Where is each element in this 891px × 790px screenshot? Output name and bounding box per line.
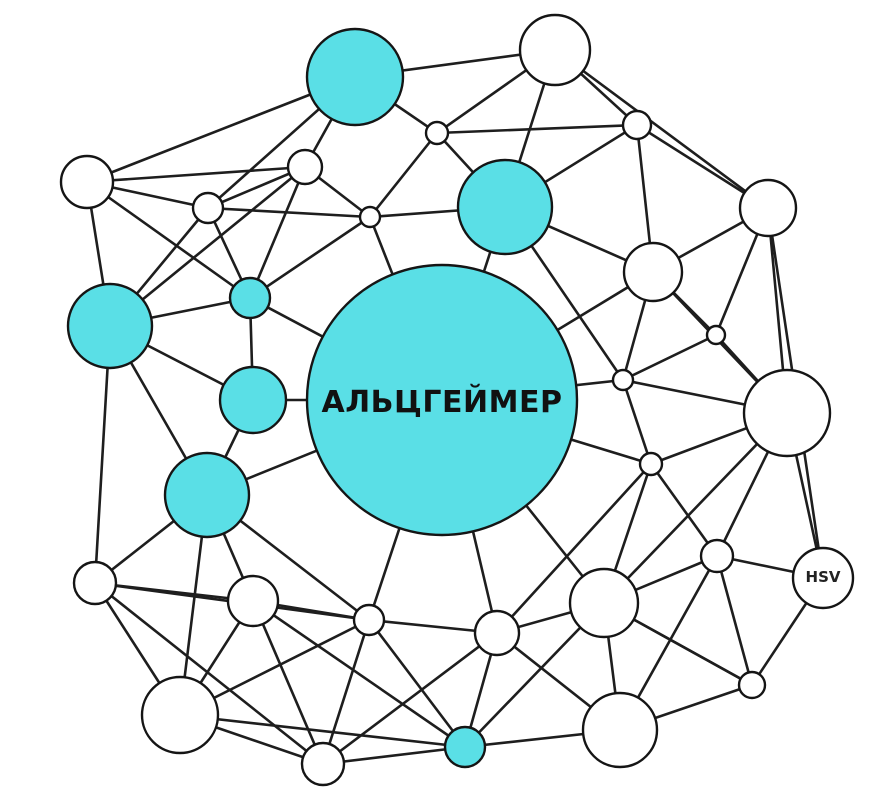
edge-w-a-w-f xyxy=(368,131,439,219)
center-node-label: АЛЬЦГЕЙМЕР xyxy=(322,384,563,420)
node-w-r xyxy=(568,567,640,639)
node-c-mid xyxy=(218,365,288,435)
edge-w-q-w-v xyxy=(321,631,499,766)
node-w-c xyxy=(59,154,115,210)
node-w-q xyxy=(473,609,521,657)
node-w-j xyxy=(611,368,635,392)
node-w-t xyxy=(581,691,659,769)
edge-w-p-w-v xyxy=(321,618,371,766)
network-nodes xyxy=(59,13,855,787)
edge-w-j-w-l xyxy=(621,378,653,466)
node-w-k xyxy=(742,368,832,458)
edge-w-l-w-q xyxy=(495,462,653,635)
node-c-top xyxy=(305,27,405,127)
node-w-l xyxy=(638,451,664,477)
node-center xyxy=(305,263,579,537)
node-w-o xyxy=(226,574,280,628)
edge-w-f-c-small xyxy=(248,215,372,300)
node-hsv xyxy=(791,546,855,610)
edge-w-o-c-bottom xyxy=(251,599,467,749)
node-c-upper xyxy=(456,158,554,256)
node-w-n xyxy=(72,560,118,606)
node-w-f xyxy=(358,205,382,229)
node-w-s xyxy=(737,670,767,700)
node-c-lower xyxy=(163,451,251,539)
edge-w-topright-w-g xyxy=(553,48,770,210)
node-w-b xyxy=(621,109,653,141)
edge-w-l-w-m xyxy=(649,462,719,558)
edge-w-p-c-bottom xyxy=(367,618,467,749)
edge-w-v-c-bottom xyxy=(321,745,467,766)
node-w-topright xyxy=(518,13,592,87)
edge-w-c-c-small xyxy=(85,180,252,300)
node-c-bottom xyxy=(443,725,487,769)
node-w-v xyxy=(300,741,346,787)
node-w-g xyxy=(738,178,798,238)
node-w-i xyxy=(705,324,727,346)
edge-w-n-w-v xyxy=(93,581,325,766)
edge-w-u-c-bottom xyxy=(178,713,467,749)
edge-w-c-w-d xyxy=(85,165,307,184)
node-c-left xyxy=(66,282,154,370)
edge-w-e-w-f xyxy=(206,206,372,219)
edge-w-a-w-b xyxy=(435,123,639,135)
node-w-e xyxy=(191,191,225,225)
node-w-a xyxy=(424,120,450,146)
node-w-d xyxy=(286,148,324,186)
edge-w-i-w-j xyxy=(621,333,718,382)
edge-w-d-c-small xyxy=(248,165,307,300)
node-w-p xyxy=(352,603,386,637)
edge-w-o-w-v xyxy=(251,599,325,766)
edge-w-m-w-s xyxy=(715,554,754,687)
hsv-node-label: HSV xyxy=(806,568,841,586)
node-w-u xyxy=(140,675,220,755)
node-w-h xyxy=(622,241,684,303)
node-w-m xyxy=(699,538,735,574)
node-c-small xyxy=(228,276,272,320)
